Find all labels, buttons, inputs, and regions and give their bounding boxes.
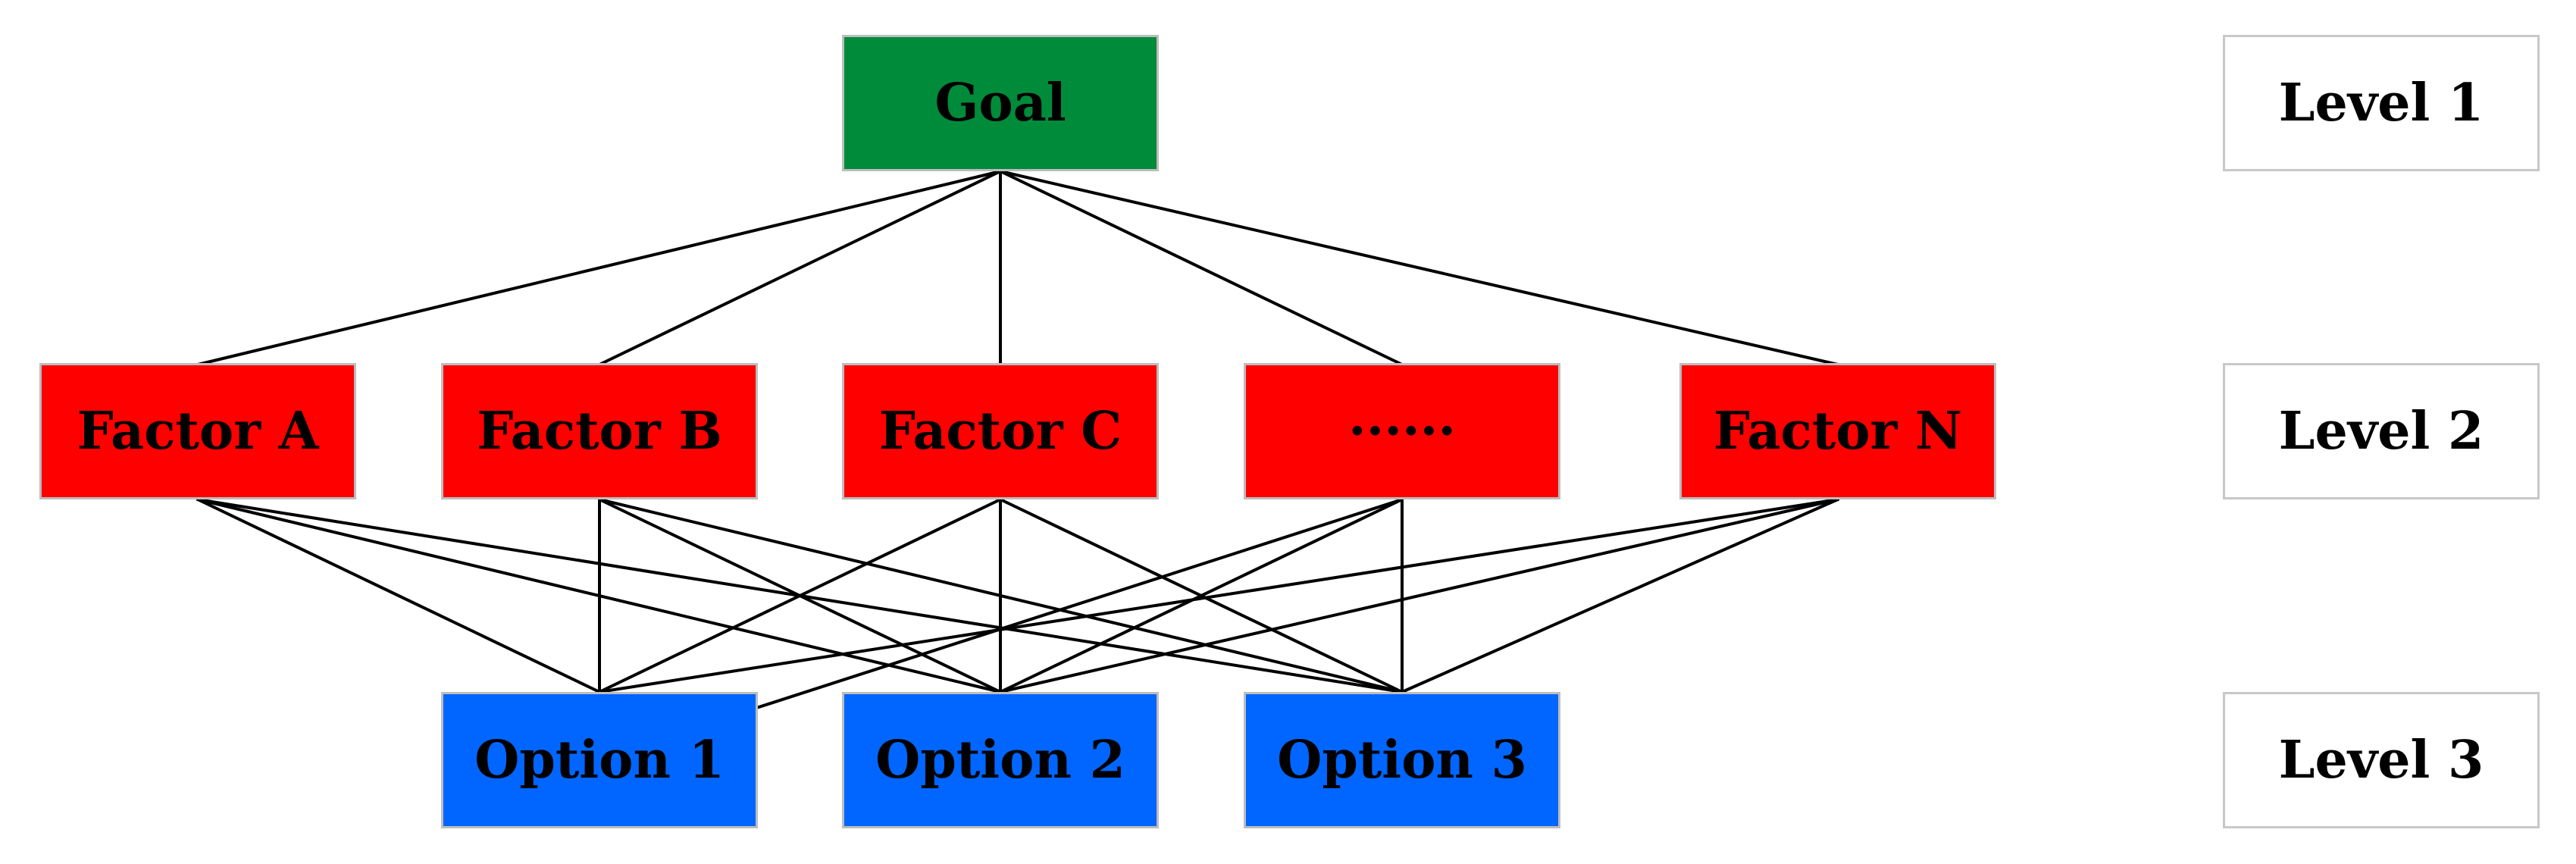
connector-factor-n-option-2 (999, 498, 1839, 693)
option-2-label: Option 2 (875, 730, 1125, 790)
factor-c-label: Factor C (878, 401, 1122, 462)
option-2-node: Option 2 (842, 692, 1159, 828)
connector-factor-ellipsis-option-2 (999, 498, 1404, 693)
level-2-label: Level 2 (2278, 401, 2484, 462)
level-3-label: Level 3 (2278, 730, 2484, 790)
factor-ellipsis-label: ······ (1347, 401, 1457, 462)
factor-a-node: Factor A (39, 363, 356, 499)
option-3-label: Option 3 (1277, 730, 1527, 790)
level-1-label: Level 1 (2278, 73, 2484, 133)
connector-factor-n-option-1 (598, 498, 1839, 693)
option-3-node: Option 3 (1244, 692, 1560, 828)
factor-ellipsis-node: ······ (1244, 363, 1560, 499)
connector-factor-c-option-1 (598, 498, 1002, 693)
goal-node: Goal (842, 35, 1159, 171)
connector-goal-factor-b (598, 170, 1002, 366)
option-1-label: Option 1 (474, 730, 725, 790)
factor-n-node: Factor N (1679, 363, 1996, 499)
connector-factor-n-option-3 (1401, 498, 1839, 693)
factor-b-label: Factor B (477, 401, 722, 462)
level-3-box: Level 3 (2223, 692, 2540, 828)
factor-a-label: Factor A (77, 401, 319, 462)
connector-goal-factor-n (999, 170, 1839, 366)
goal-label: Goal (934, 73, 1066, 133)
connector-factor-a-option-1 (196, 498, 601, 693)
factor-b-node: Factor B (441, 363, 758, 499)
connector-goal-factor-a (196, 170, 1002, 366)
level-2-box: Level 2 (2223, 363, 2540, 499)
option-1-node: Option 1 (441, 692, 758, 828)
factor-n-label: Factor N (1713, 401, 1963, 462)
level-1-box: Level 1 (2223, 35, 2540, 171)
connector-goal-factor-ellipsis (999, 170, 1404, 366)
connector-factor-ellipsis-option-1 (753, 498, 1404, 710)
factor-c-node: Factor C (842, 363, 1159, 499)
